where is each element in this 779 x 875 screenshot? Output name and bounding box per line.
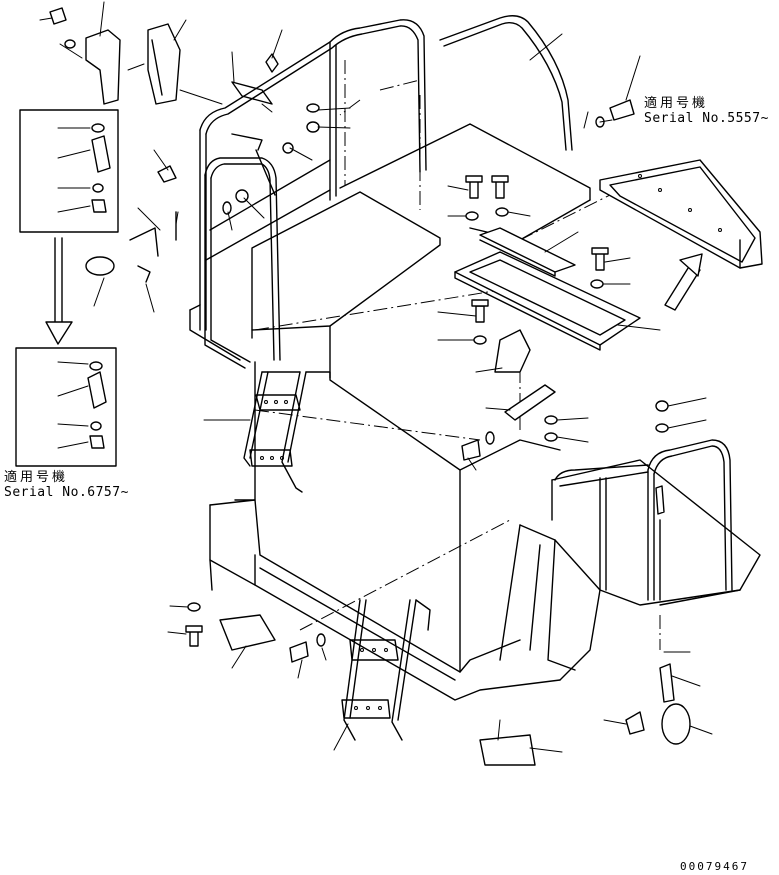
lower-ladder xyxy=(342,600,430,740)
drawing-number: 00079467 xyxy=(680,860,749,873)
detail-box-lower xyxy=(16,348,116,466)
serial-note-upper-serial: Serial No.5557~ xyxy=(644,111,769,126)
detail-box-upper xyxy=(20,110,118,232)
handrails xyxy=(190,16,732,600)
step-plate xyxy=(600,160,762,310)
fasteners xyxy=(50,8,690,744)
serial-note-upper-title: 適用号機 xyxy=(644,96,709,111)
arrow-down xyxy=(46,238,72,344)
serial-note-lower-serial: Serial No.6757~ xyxy=(4,485,129,500)
machine-body xyxy=(210,60,760,700)
serial-note-upper: 適用号機 Serial No.5557~ xyxy=(644,96,769,126)
serial-note-lower-title: 適用号機 xyxy=(4,470,69,485)
serial-note-lower: 適用号機 Serial No.6757~ xyxy=(4,470,129,500)
leader-lines xyxy=(40,2,712,752)
mounting-plates xyxy=(220,228,640,765)
upper-ladder xyxy=(244,372,330,492)
